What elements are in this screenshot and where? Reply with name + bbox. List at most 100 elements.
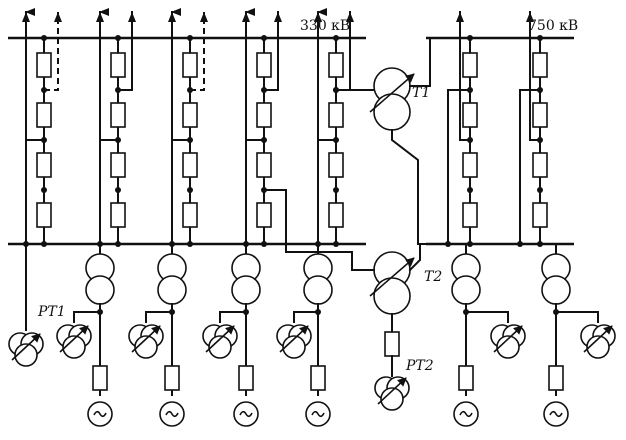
line-outlet-dashed xyxy=(190,12,205,91)
junction-dot xyxy=(115,35,121,41)
generator-unit xyxy=(128,243,187,427)
breaker xyxy=(182,152,198,178)
arrow-head xyxy=(200,12,208,22)
cell-tie xyxy=(99,139,119,245)
breaker xyxy=(110,202,126,228)
junction-dot xyxy=(467,187,473,193)
tap-changer-arrow xyxy=(377,377,407,405)
line-outlet xyxy=(529,37,541,141)
breaker xyxy=(36,52,52,78)
transformer-winding xyxy=(231,275,261,305)
generator-units xyxy=(8,243,616,427)
generator-breaker xyxy=(458,365,474,391)
wire xyxy=(409,37,431,87)
junction-dot xyxy=(41,241,47,247)
bus-750kv-label: 750 кВ xyxy=(528,18,578,34)
arrow-head xyxy=(22,12,30,22)
arrow-head xyxy=(274,12,282,22)
breaker xyxy=(532,102,548,128)
generator-symbol xyxy=(311,410,325,418)
breaker-cell xyxy=(168,8,208,247)
transformer-winding xyxy=(282,335,306,359)
junction-dot xyxy=(333,241,339,247)
tap-changer-arrow xyxy=(493,325,523,353)
transformer-winding xyxy=(14,343,38,367)
breaker xyxy=(384,331,400,357)
breaker xyxy=(256,102,272,128)
arrow-head xyxy=(346,12,354,22)
junction-dot xyxy=(537,187,543,193)
aux-tap xyxy=(293,311,319,323)
arrow-head xyxy=(242,12,250,22)
junction-dot xyxy=(115,187,121,193)
rt1-label: PT1 xyxy=(37,304,66,320)
autotransformers xyxy=(263,37,441,411)
bus-330kv-label: 330 кВ xyxy=(300,18,350,34)
rt2-label: PT2 xyxy=(405,358,434,374)
breaker xyxy=(462,202,478,228)
arrow-head xyxy=(314,12,322,22)
transformer-winding xyxy=(541,275,571,305)
junction-dot xyxy=(537,35,543,41)
transformer-winding xyxy=(380,387,404,411)
cell-tie xyxy=(25,139,45,245)
arrow-head xyxy=(96,12,104,22)
junction-dot xyxy=(187,241,193,247)
tap-changer-arrow xyxy=(369,73,415,113)
t2-label: T2 xyxy=(424,269,442,285)
breaker xyxy=(182,52,198,78)
cell-tie xyxy=(447,89,471,245)
line-outlet xyxy=(459,37,471,141)
transformer-winding xyxy=(208,335,232,359)
breaker xyxy=(256,52,272,78)
arrow-head xyxy=(168,12,176,22)
breaker xyxy=(328,152,344,178)
generator-unit xyxy=(451,243,526,427)
breaker xyxy=(462,52,478,78)
breaker xyxy=(256,152,272,178)
generator-symbol xyxy=(459,410,473,418)
t1-label: T1 xyxy=(412,85,430,101)
breaker-cell xyxy=(22,8,62,247)
transformer-winding xyxy=(85,275,115,305)
breaker xyxy=(110,152,126,178)
breaker-cell xyxy=(314,8,354,247)
breaker-cell xyxy=(96,8,136,247)
transformer-winding xyxy=(496,335,520,359)
cell-tie xyxy=(519,89,541,245)
junction-dot xyxy=(467,35,473,41)
junction-dot xyxy=(261,35,267,41)
aux-tap xyxy=(145,311,173,323)
junction-dot xyxy=(537,241,543,247)
breaker xyxy=(256,202,272,228)
wire xyxy=(263,189,375,271)
generator-symbol xyxy=(239,410,253,418)
junction-dot xyxy=(333,87,339,93)
junction-dot xyxy=(445,241,451,247)
autotransformer-t2 xyxy=(263,189,421,411)
breaker xyxy=(328,202,344,228)
breaker xyxy=(36,102,52,128)
generator-unit xyxy=(56,243,115,427)
breaker xyxy=(462,152,478,178)
arrow-head xyxy=(128,12,136,22)
breaker-cell xyxy=(242,8,282,247)
tap-changer-arrow xyxy=(59,325,89,353)
transformer-winding xyxy=(586,335,610,359)
transformer-winding xyxy=(451,275,481,305)
transformer-winding xyxy=(134,335,158,359)
cell-tie xyxy=(317,139,337,245)
breaker-cell-750 xyxy=(517,11,548,247)
breaker xyxy=(110,102,126,128)
breaker xyxy=(532,152,548,178)
aux-tap xyxy=(219,311,247,323)
generator-symbol xyxy=(549,410,563,418)
junction-dot xyxy=(41,35,47,41)
generator-symbol xyxy=(93,410,107,418)
breaker xyxy=(532,52,548,78)
generator-unit xyxy=(541,243,616,427)
generator-breaker xyxy=(548,365,564,391)
breaker xyxy=(328,52,344,78)
tap-changer-arrow xyxy=(205,325,235,353)
